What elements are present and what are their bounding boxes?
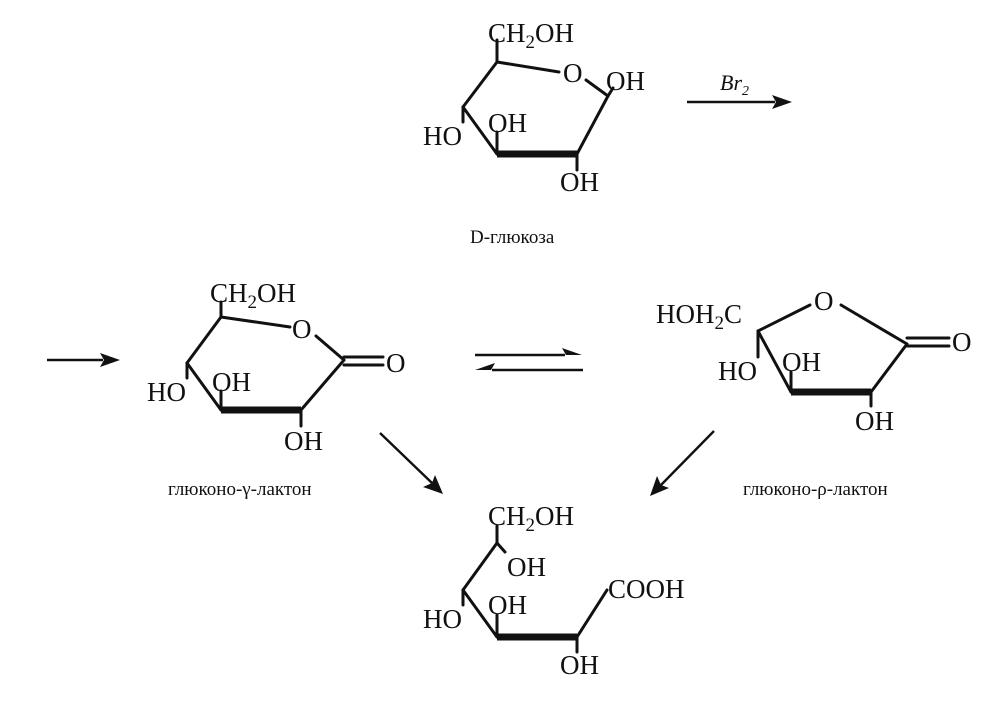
hydroxyl-label: HO (423, 604, 462, 634)
arrow-head-icon (100, 353, 120, 367)
arrow-head-icon (562, 348, 582, 355)
arrow-head-icon (650, 476, 669, 496)
equilibrium-arrows (475, 348, 583, 372)
arrow-shaft (379, 432, 433, 484)
hydroxyl-label: OH (488, 590, 527, 620)
hydroxyl-label: OH (284, 426, 323, 456)
carboxyl-group: COOH (608, 574, 685, 604)
carbonyl-oxygen: O (386, 348, 406, 378)
hydroxyl-label: OH (488, 108, 527, 138)
gluconic-acid-structure: CH2OH OH COOH HO OH OH (423, 501, 685, 680)
rho-lactone-caption: глюконо-ρ-лактон (743, 479, 888, 500)
bond (461, 60, 499, 109)
arrow-shaft (660, 430, 715, 486)
bond (185, 315, 223, 365)
bond (461, 541, 499, 592)
gamma-lactone-caption: глюконо-γ-лактон (168, 479, 312, 500)
bond (461, 105, 499, 156)
hydroxyl-label: OH (560, 167, 599, 197)
ring-oxygen: O (563, 58, 583, 88)
bond (314, 334, 346, 362)
bond (575, 588, 609, 639)
arrow-head-icon (772, 95, 792, 109)
hydroxyl-label: OH (212, 367, 251, 397)
ring-oxygen: O (814, 286, 834, 316)
bond (839, 303, 909, 346)
bond (584, 78, 610, 98)
bond (219, 315, 292, 329)
reagent-label: Br2 (720, 70, 749, 99)
bond (495, 541, 507, 554)
hoh2c-group: HOH2C (656, 299, 742, 334)
hydroxyl-label: HO (147, 377, 186, 407)
hydroxyl-label: HO (423, 121, 462, 151)
rho-lactone-structure: HOH2C O O HO OH OH глюконо-ρ-лактон (656, 286, 972, 500)
bond (606, 86, 615, 98)
hydroxyl-label: OH (507, 552, 546, 582)
ch2oh-group: CH2OH (210, 278, 296, 313)
bond (756, 303, 812, 333)
bromine-reaction-arrow: Br2 (687, 70, 792, 109)
glucose-caption: D-глюкоза (470, 227, 555, 248)
hydroxyl-label: OH (782, 347, 821, 377)
gamma-lactone-structure: CH2OH O O HO OH OH глюконо-γ-лактон (147, 278, 406, 500)
arrow-head-icon (475, 363, 495, 370)
ch2oh-group: CH2OH (488, 501, 574, 536)
bond (185, 361, 223, 412)
bond (461, 588, 499, 639)
hydrolysis-arrows (379, 430, 715, 496)
ring-oxygen: O (292, 314, 312, 344)
carbonyl-oxygen: O (952, 327, 972, 357)
hydroxyl-label: OH (855, 406, 894, 436)
hydroxyl-label: OH (560, 650, 599, 680)
hydroxyl-label: OH (606, 66, 645, 96)
ch2oh-group: CH2OH (488, 18, 574, 53)
arrow-head-icon (423, 475, 443, 494)
hydroxyl-label: HO (718, 356, 757, 386)
bond (756, 329, 793, 394)
bond (575, 94, 610, 156)
bond (869, 342, 909, 394)
bond (495, 60, 561, 74)
continuation-arrow (47, 353, 120, 367)
bond (299, 358, 346, 412)
glucose-structure: CH2OH O OH HO OH OH D-глюкоза (423, 18, 645, 248)
